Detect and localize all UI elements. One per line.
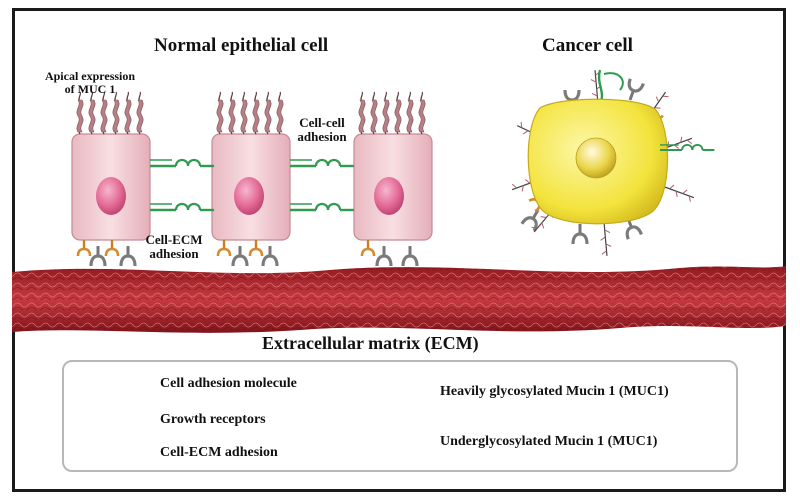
cell-cell-adhesion-label: Cell-cell adhesion: [297, 115, 347, 145]
apical-label: Apical expression of MUC 1: [44, 69, 136, 97]
legend-heavy-mucin-label: Heavily glycosylated Mucin 1 (MUC1): [440, 384, 669, 399]
cancer-cell: [509, 69, 716, 257]
legend-growth-label: Growth receptors: [160, 412, 266, 427]
legend-box: [62, 360, 738, 472]
cell-ecm-adhesion-label: Cell-ECM adhesion: [145, 232, 203, 262]
legend-cell-ecm-label: Cell-ECM adhesion: [160, 445, 278, 460]
apical-mucins: [76, 91, 426, 135]
legend-under-mucin-label: Underglycosylated Mucin 1 (MUC1): [440, 434, 658, 449]
nucleus-icon: [234, 177, 264, 215]
basal-receptors: [76, 238, 419, 268]
epithelial-cell-2: [211, 133, 291, 241]
epithelial-cell-3: [353, 133, 433, 241]
nucleus-icon: [96, 177, 126, 215]
ecm-band: [12, 266, 786, 333]
cancer-nucleus-icon: [575, 137, 617, 179]
epithelial-cell-1: [71, 133, 151, 241]
nucleus-icon: [374, 177, 404, 215]
cancer-cell-title: Cancer cell: [542, 35, 633, 56]
ecm-title: Extracellular matrix (ECM): [262, 333, 479, 353]
normal-cell-title: Normal epithelial cell: [154, 35, 329, 56]
legend-cam-label: Cell adhesion molecule: [160, 376, 297, 391]
